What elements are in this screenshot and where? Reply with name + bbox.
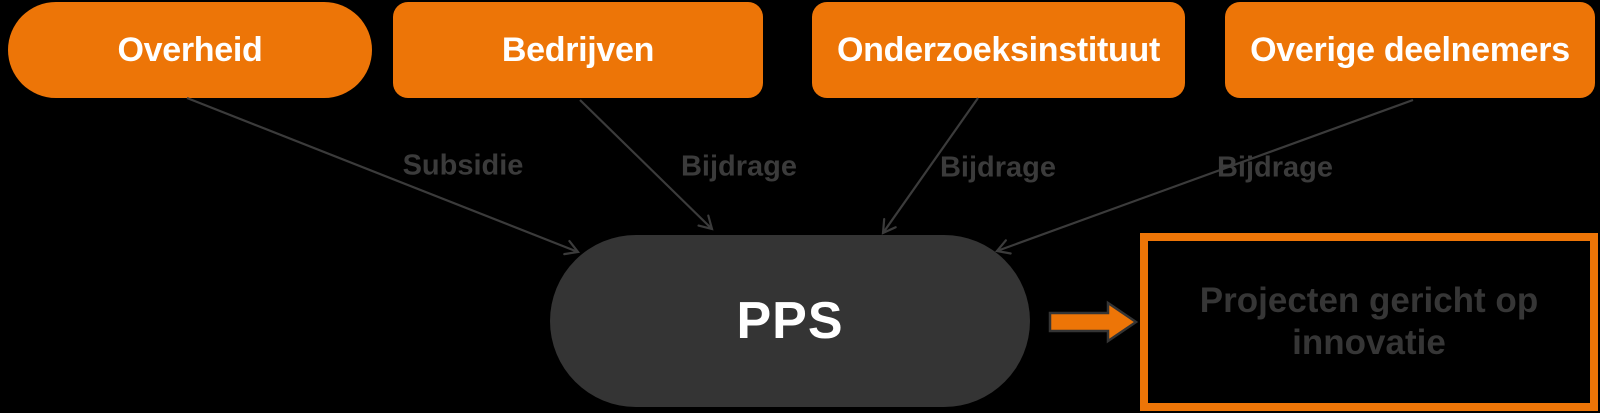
node-overige-deelnemers-label: Overige deelnemers [1250,30,1570,69]
node-overige-deelnemers: Overige deelnemers [1225,2,1595,98]
arrow-overheid-to-pps [186,96,581,256]
node-onderzoeksinstituut: Onderzoeksinstituut [812,2,1185,98]
block-arrow-pps-to-projecten [1048,300,1139,344]
node-pps: PPS [550,235,1030,407]
arrow-bedrijven-to-pps [579,99,714,231]
arrow-onderzoeksinstituut-to-pps [881,97,979,235]
node-projecten-gericht-op-innovatie: Projecten gericht op innovatie [1140,233,1598,411]
node-bedrijven: Bedrijven [393,2,763,98]
node-pps-label: PPS [736,292,844,350]
node-overheid: Overheid [8,2,372,98]
edge-label-bijdrage-onderzoeksinstituut: Bijdrage [939,151,1057,184]
outcome-label-line1: Projecten gericht op [1199,281,1539,320]
node-overheid-label: Overheid [117,30,263,69]
edge-label-bijdrage-overige: Bijdrage [1216,151,1334,184]
arrow-overige-deelnemers-to-pps [994,98,1414,255]
outcome-label-line2: innovatie [1292,323,1446,362]
edge-label-bijdrage-bedrijven: Bijdrage [680,150,798,183]
edge-label-subsidie: Subsidie [402,149,524,182]
node-onderzoeksinstituut-label: Onderzoeksinstituut [837,30,1160,69]
node-bedrijven-label: Bedrijven [501,30,655,69]
